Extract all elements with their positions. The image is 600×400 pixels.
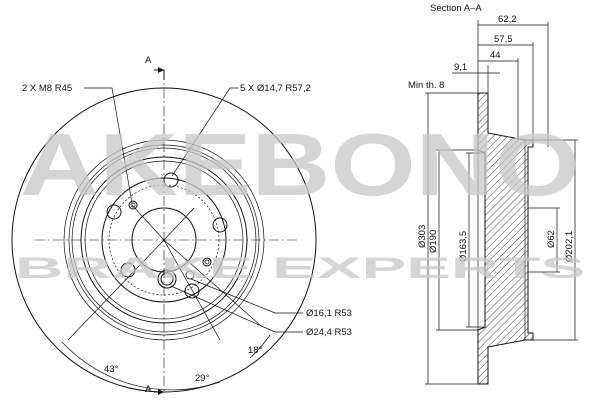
dia-190: Ø190 (428, 230, 439, 253)
akebono-watermark: AKEBONO BRAKE EXPERTS (15, 115, 585, 285)
bolt-hole (106, 204, 122, 220)
threaded-hole-core (204, 259, 210, 265)
watermark-tagline: BRAKE EXPERTS (15, 252, 585, 285)
angle-arc-43-29 (61, 341, 221, 391)
center-bore (131, 207, 197, 273)
callout-centering-2: Ø24,4 R53 (306, 327, 352, 338)
angle-label-29: 29° (195, 373, 210, 384)
centering-hole-outer (157, 269, 177, 289)
leader-centering-2 (170, 285, 303, 333)
angle-ray-43 (67, 239, 165, 341)
section-arrowhead-bottom (158, 389, 164, 395)
threaded-hole (202, 257, 212, 267)
dim-57-5: 57,5 (494, 34, 513, 45)
callout-centering-1: Ø16,1 R53 (306, 308, 352, 319)
leader-centering-1 (190, 278, 303, 314)
section-view: Section A–A 62,2 57,5 44 9,1 Min th. 8 Ø… (408, 3, 578, 385)
section-label-top: A (145, 55, 152, 66)
centering-hole-inner (160, 272, 174, 286)
dim-9-1: 9,1 (454, 62, 467, 73)
threaded-holes (128, 200, 212, 267)
hat-outer-edge (80, 156, 248, 324)
angle-ray-18 (163, 239, 261, 326)
angle-arc-18 (249, 334, 271, 359)
leader-holes (171, 87, 238, 177)
friction-ring-inner-3 (71, 147, 257, 333)
section-label-bottom: A (145, 384, 152, 395)
friction-ring-inner-2 (68, 144, 260, 336)
angle-label-43: 43° (104, 364, 119, 375)
friction-ring-inner-1 (63, 139, 265, 341)
front-view: A A 2 X M8 R45 5 X Ø14,7 R57,2 Ø16,1 R53… (11, 55, 352, 395)
threaded-hole (128, 200, 138, 210)
dia-303: Ø303 (417, 225, 428, 248)
section-title: Section A–A (430, 3, 482, 14)
callout-holes: 5 X Ø14,7 R57,2 (240, 83, 311, 94)
section-arrowhead-top (158, 67, 164, 73)
dia-163-5: Ø163,5 (458, 231, 469, 262)
dim-62-2: 62,2 (498, 14, 517, 25)
threaded-hole-core (130, 202, 136, 208)
bolt-hole (163, 172, 179, 188)
bolt-hole (212, 217, 228, 233)
bolt-circle (108, 184, 220, 296)
radius-line-r57 (163, 207, 195, 241)
dia-62: Ø62 (546, 230, 557, 248)
centering-hole-small (185, 270, 195, 280)
bolt-hole (184, 283, 200, 299)
min-thickness: Min th. 8 (408, 80, 444, 91)
angle-label-18: 18° (248, 345, 263, 356)
radius-line-r45 (131, 204, 165, 241)
callout-threads: 2 X M8 R45 (22, 83, 72, 94)
watermark-brand: AKEBONO (20, 115, 580, 214)
leader-threads (84, 87, 133, 204)
hat-step (84, 160, 244, 320)
centering-holes (157, 269, 195, 289)
dia-202-1: Ø202,1 (564, 231, 575, 262)
dim-44: 44 (490, 50, 501, 61)
angle-ray-29 (163, 239, 221, 341)
